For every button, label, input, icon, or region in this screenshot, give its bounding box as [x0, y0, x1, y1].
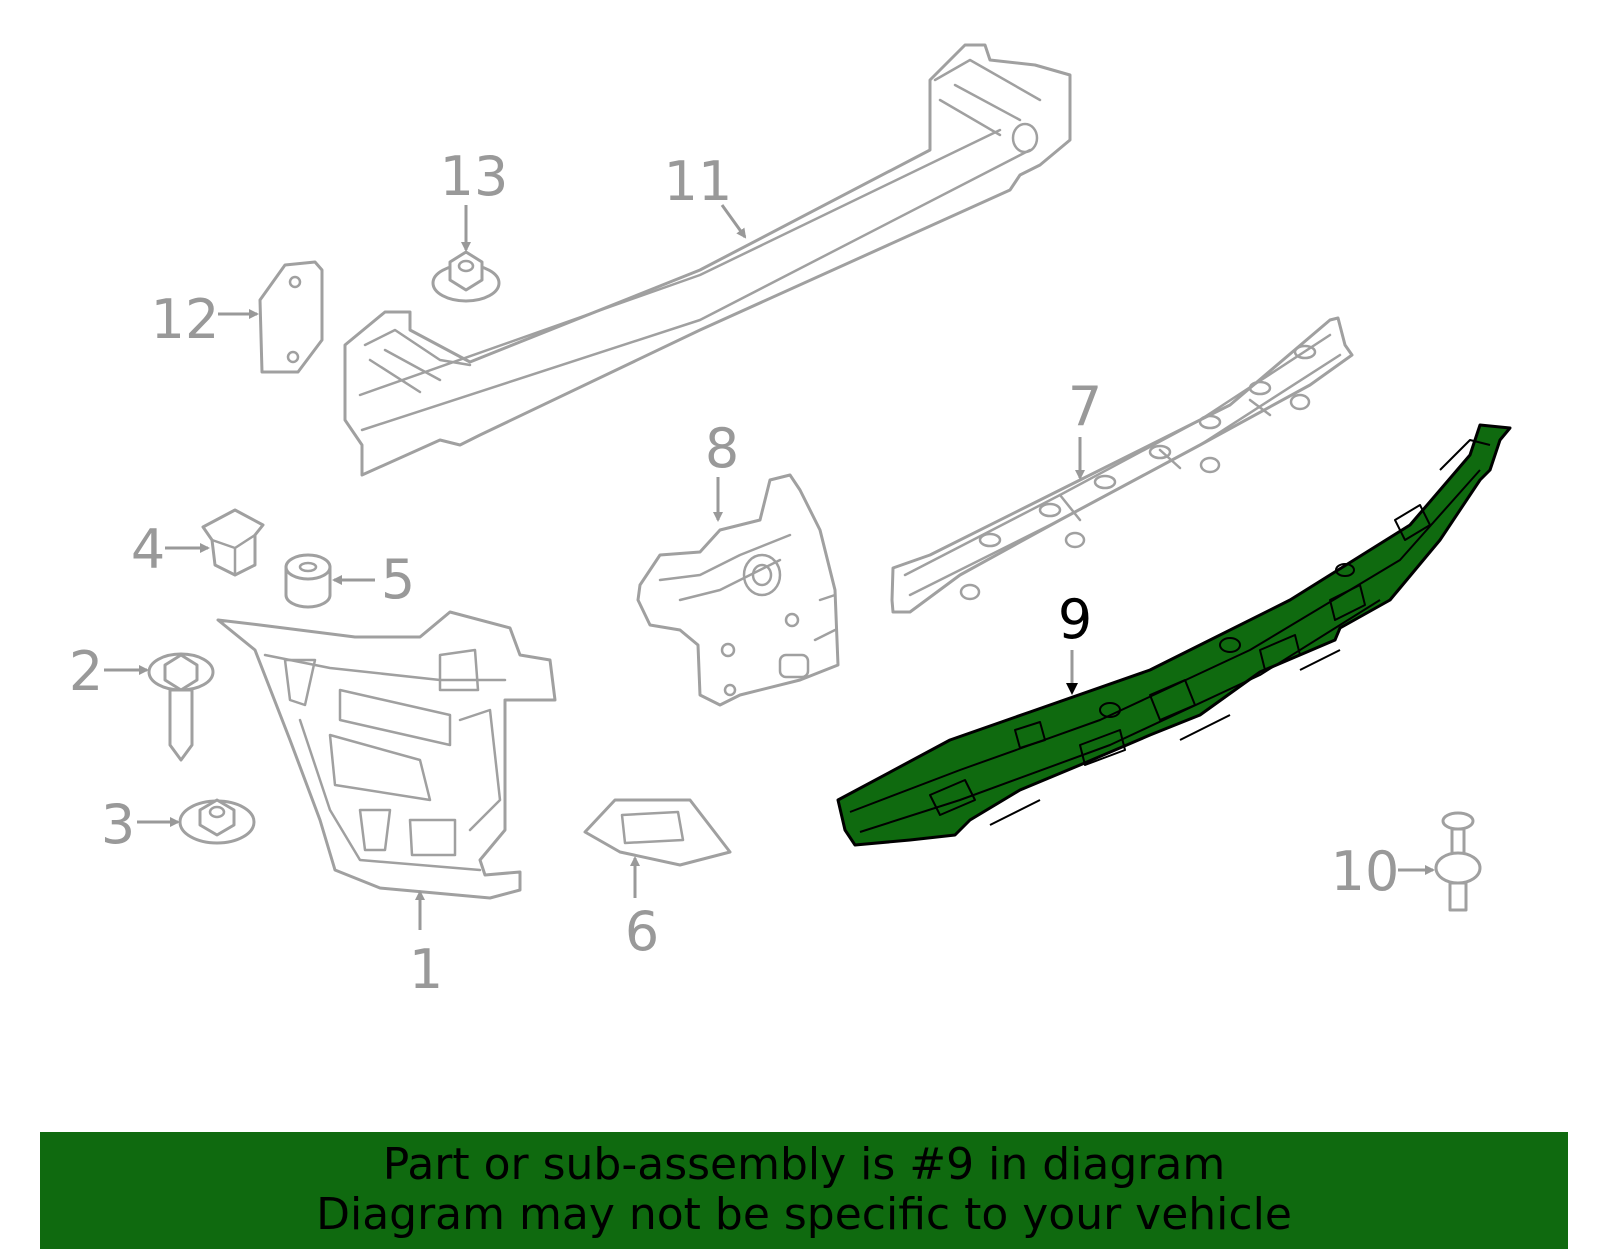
- part-2-bolt[interactable]: [147, 652, 215, 762]
- callout-10: 10: [1331, 840, 1400, 903]
- callout-2: 2: [69, 640, 103, 703]
- part-13-flange-nut[interactable]: [431, 250, 501, 303]
- part-4-clip[interactable]: [201, 508, 265, 577]
- part-8-mounting-bracket[interactable]: [636, 473, 840, 707]
- part-6-pad[interactable]: [583, 798, 732, 867]
- part-10-push-rivet[interactable]: [1434, 811, 1482, 912]
- info-banner: Part or sub-assembly is #9 in diagram Di…: [40, 1132, 1568, 1249]
- callout-8: 8: [705, 417, 739, 480]
- callout-13: 13: [440, 145, 509, 208]
- part-3-flange-nut[interactable]: [178, 798, 256, 845]
- callout-labels: 1 2 3 4 5 6 7 8 9 10 11 12 13: [69, 145, 1400, 1001]
- part-1-side-bracket[interactable]: [216, 610, 557, 900]
- callout-9: 9: [1058, 588, 1092, 651]
- callout-3: 3: [101, 793, 135, 856]
- leader-lines: [104, 204, 1435, 930]
- part-12-plate[interactable]: [258, 260, 324, 374]
- part-5-spacer[interactable]: [284, 553, 332, 609]
- callout-6: 6: [625, 900, 659, 963]
- part-9-energy-absorber[interactable]: [836, 423, 1512, 847]
- callout-4: 4: [131, 518, 165, 581]
- callout-1: 1: [409, 938, 443, 1001]
- callout-11: 11: [664, 150, 733, 213]
- part-7-absorber-bracket[interactable]: [890, 316, 1354, 614]
- banner-line-1: Part or sub-assembly is #9 in diagram: [382, 1139, 1226, 1190]
- callout-5: 5: [381, 548, 415, 611]
- part-11-reinforcement-beam[interactable]: [343, 43, 1072, 477]
- callout-12: 12: [151, 288, 220, 351]
- callout-7: 7: [1068, 375, 1102, 438]
- banner-line-2: Diagram may not be specific to your vehi…: [316, 1189, 1292, 1240]
